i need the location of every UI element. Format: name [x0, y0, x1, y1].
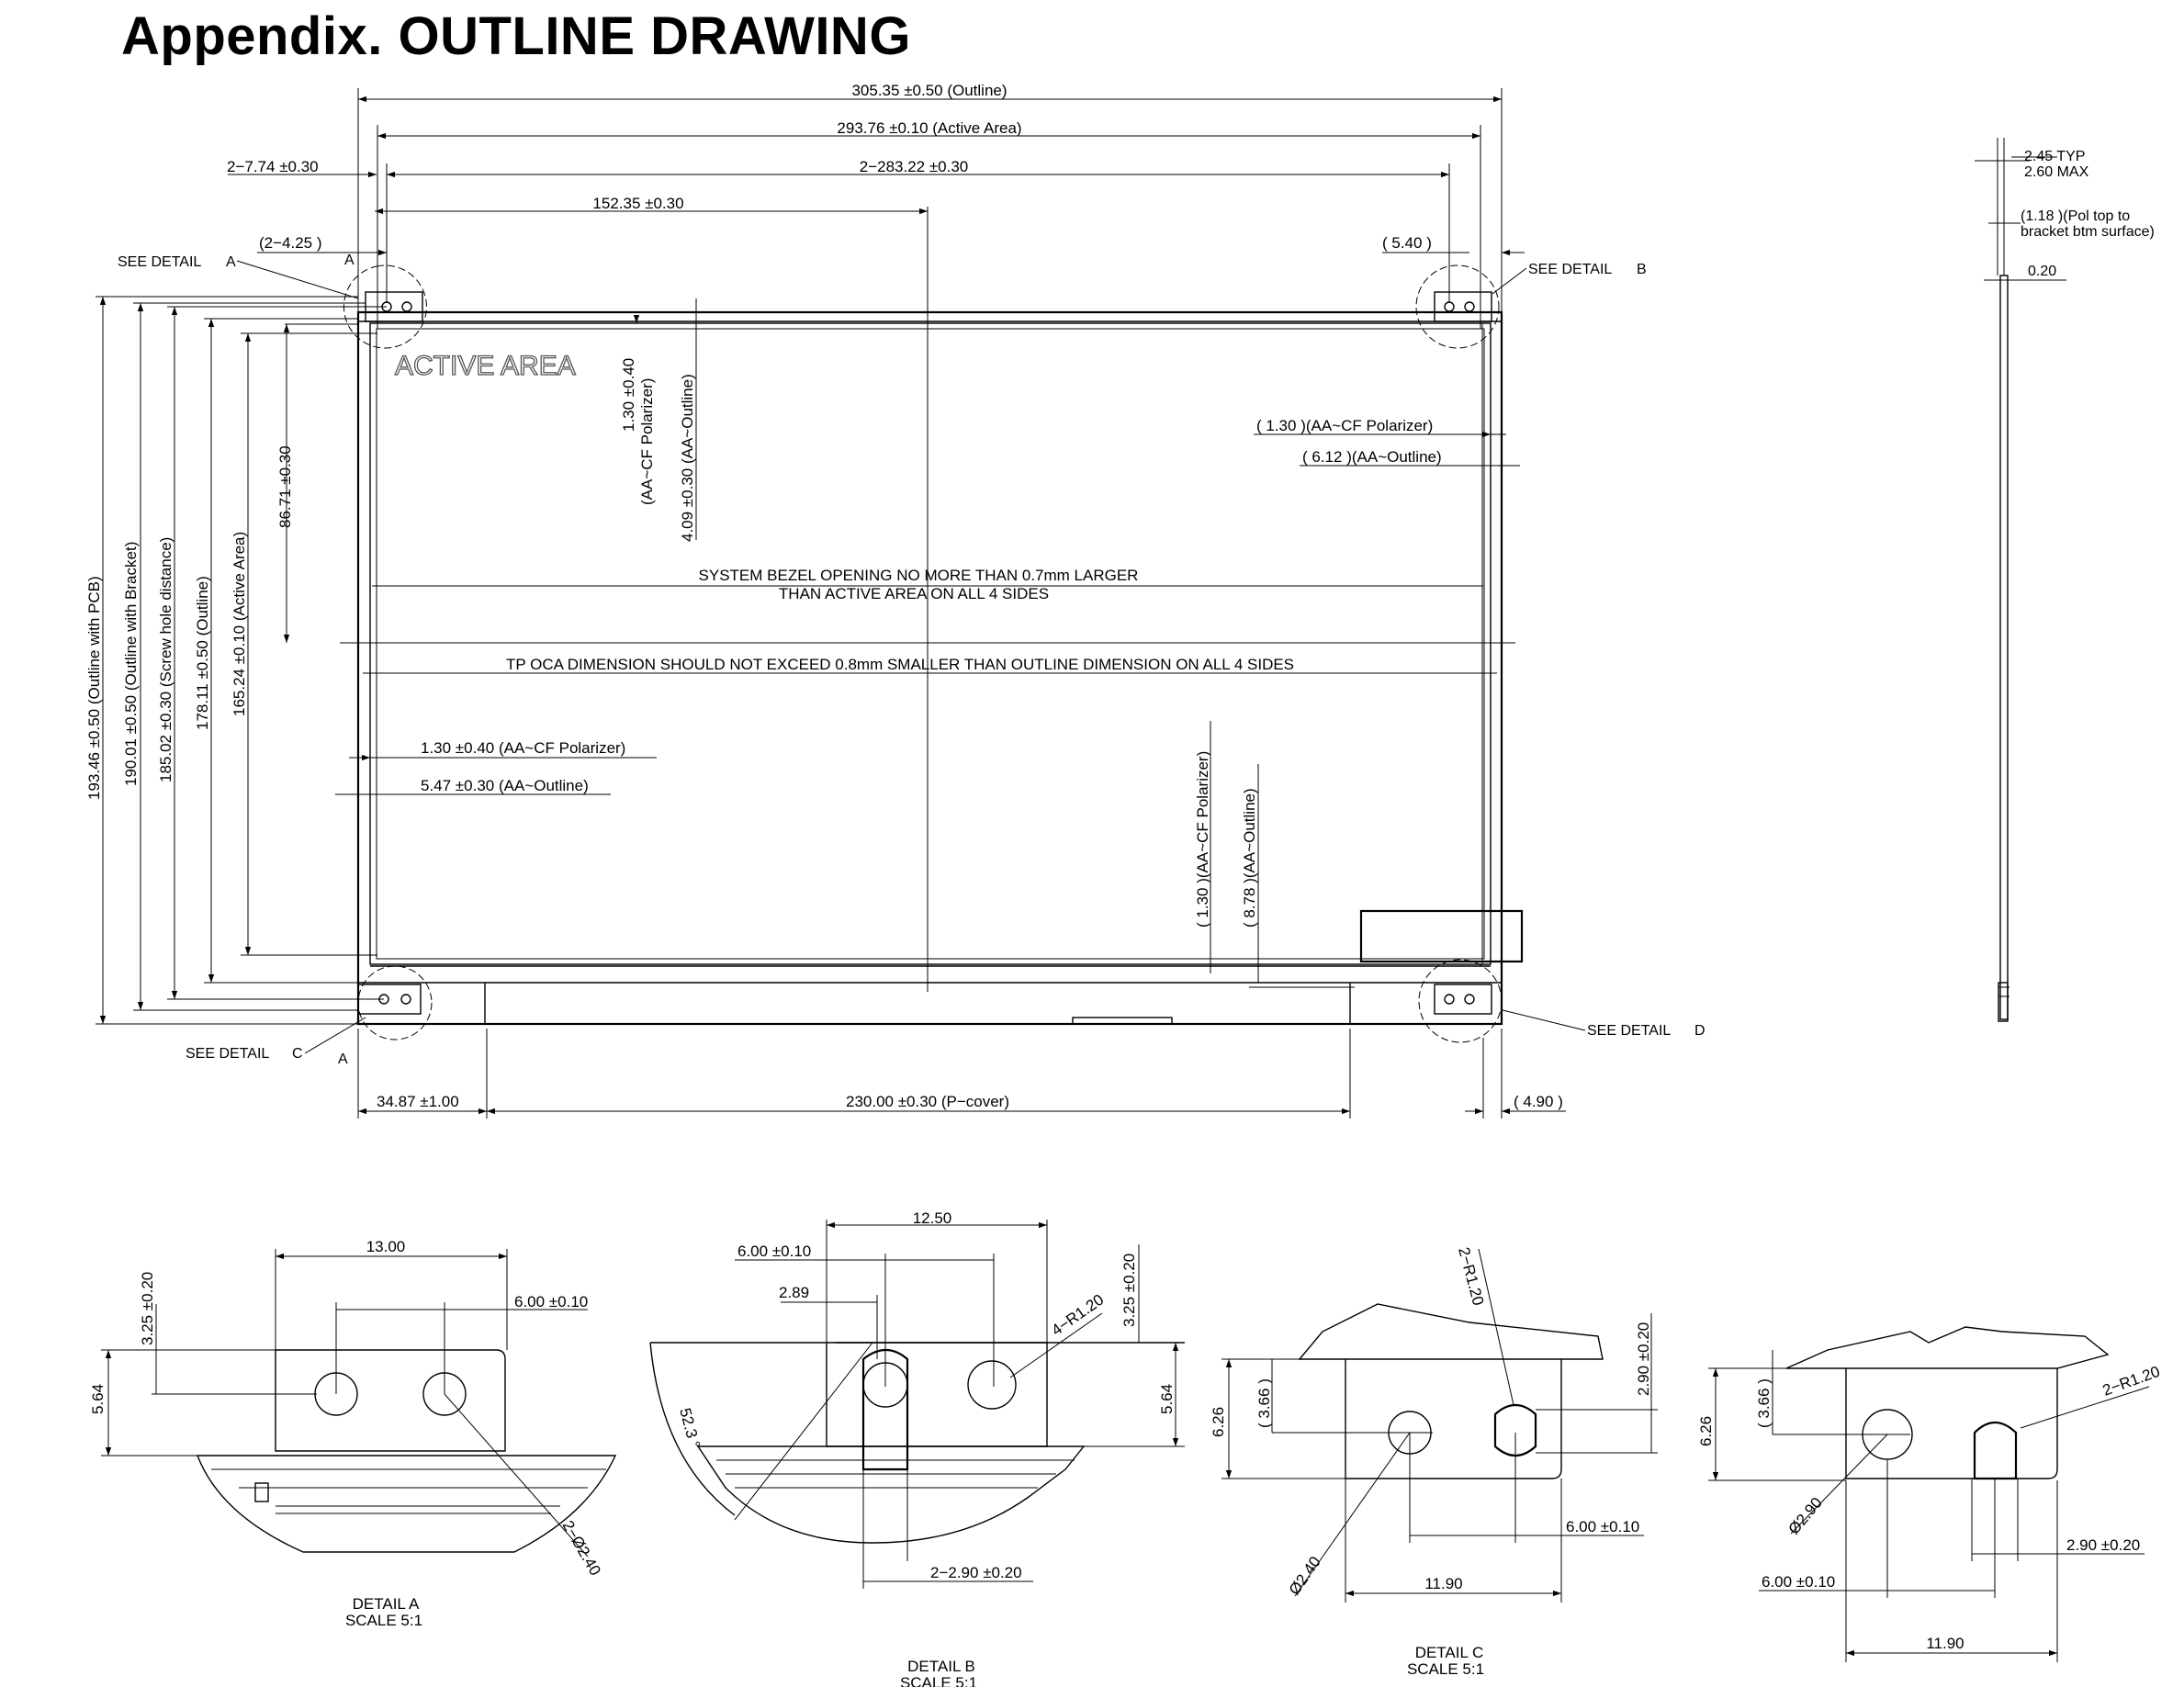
note-bezel-line1: SYSTEM BEZEL OPENING NO MORE THAN 0.7mm … — [699, 567, 1139, 584]
corner-holes-bottom-right — [1418, 959, 1503, 1043]
dim-top-outline: 4.09 ±0.30 (AA~Outline) — [679, 374, 696, 542]
dim-thickness-typ: 2.45 TYP — [2024, 149, 2085, 164]
dim-center: 152.35 ±0.30 — [592, 195, 683, 212]
dim-outline-height: 178.11 ±0.50 (Outline) — [194, 576, 211, 730]
detail-a-hole: 2−Ø2.40 — [559, 1518, 604, 1579]
detail-a-total: 5.64 — [89, 1384, 107, 1414]
detail-d: 6.26 ( 3.66 ) 2−R1.20 Ø2.90 2.90 ±0.20 6… — [1697, 1326, 2162, 1662]
detail-b-caption: DETAIL B — [907, 1658, 975, 1675]
callout-label-d: D — [1694, 1023, 1706, 1039]
dim-left-outline: 5.47 ±0.30 (AA~Outline) — [421, 777, 589, 794]
detail-d-width: 11.90 — [1926, 1635, 1964, 1652]
dim-outline-with-bracket: 190.01 ±0.50 (Outline with Bracket) — [122, 542, 140, 786]
detail-a-scale: SCALE 5:1 — [345, 1612, 422, 1629]
detail-a-height: 3.25 ±0.20 — [139, 1272, 156, 1345]
detail-c: 6.26 ( 3.66 ) 6.00 ±0.10 11.90 2.90 ±0.2… — [1210, 1245, 1658, 1678]
detail-a-width: 13.00 — [366, 1238, 406, 1255]
detail-c-spacing: 6.00 ±0.10 — [1566, 1518, 1639, 1535]
detail-d-total: 6.26 — [1697, 1416, 1715, 1446]
detail-a-spacing: 6.00 ±0.10 — [514, 1293, 588, 1310]
fpc-connector — [1359, 909, 1524, 963]
dim-top-polarizer: 1.30 ±0.40 — [620, 358, 637, 432]
detail-c-total: 6.26 — [1210, 1407, 1227, 1437]
corner-holes-bottom-left — [357, 965, 433, 1040]
dim-top-polarizer-label: (AA~CF Polarizer) — [638, 378, 656, 505]
detail-c-slot-h: 2.90 ±0.20 — [1635, 1322, 1652, 1396]
page-title: Appendix. OUTLINE DRAWING — [121, 6, 911, 66]
detail-b-offset: 2.89 — [779, 1284, 809, 1301]
dim-hole-edge: 2−7.74 ±0.30 — [227, 158, 319, 175]
detail-d-slot: 2.90 ±0.20 — [2066, 1536, 2140, 1554]
dim-active-area-height: 165.24 ±0.10 (Active Area) — [231, 532, 248, 716]
dim-right-offset: ( 5.40 ) — [1382, 234, 1432, 252]
detail-d-radius: 2−R1.20 — [2100, 1363, 2162, 1400]
detail-c-width: 11.90 — [1424, 1575, 1462, 1592]
detail-b-top: 12.50 — [913, 1209, 952, 1227]
dim-pol-line2: bracket btm surface) — [2021, 224, 2155, 240]
dim-bottom-outline: ( 8.78 )(AA~Outline) — [1241, 788, 1258, 928]
callout-see-detail-c: SEE DETAIL — [186, 1046, 269, 1062]
dim-right-polarizer: ( 1.30 )(AA~CF Polarizer) — [1256, 417, 1433, 434]
callout-see-detail-a: SEE DETAIL — [118, 254, 201, 270]
dim-outline-width: 305.35 ±0.50 (Outline) — [851, 82, 1007, 99]
detail-d-spacing: 6.00 ±0.10 — [1762, 1573, 1835, 1591]
detail-c-offset: ( 3.66 ) — [1255, 1378, 1273, 1428]
dim-pol-line1: (1.18 )(Pol top to — [2021, 208, 2130, 224]
detail-b-spacing: 6.00 ±0.10 — [737, 1243, 811, 1260]
dim-bottom-polarizer: ( 1.30 )(AA~CF Polarizer) — [1194, 751, 1211, 928]
dim-bottom-right: ( 4.90 ) — [1514, 1093, 1563, 1110]
dim-outline-with-pcb: 193.46 ±0.50 (Outline with PCB) — [85, 576, 103, 800]
detail-b-slot: 2−2.90 ±0.20 — [930, 1564, 1022, 1581]
callout-label-b: B — [1637, 262, 1647, 277]
detail-c-scale: SCALE 5:1 — [1407, 1660, 1484, 1678]
detail-b-height: 3.25 ±0.20 — [1120, 1254, 1138, 1327]
dim-left-offset: (2−4.25 ) — [259, 234, 322, 252]
detail-a: 13.00 6.00 ±0.10 5.64 3.25 ±0.20 2−Ø2.40… — [89, 1238, 617, 1629]
detail-d-hole: Ø2.90 — [1785, 1494, 1826, 1538]
detail-a-caption: DETAIL A — [353, 1595, 420, 1613]
callout-see-detail-b: SEE DETAIL — [1528, 262, 1612, 277]
detail-c-caption: DETAIL C — [1415, 1644, 1484, 1661]
section-mark-a-top: A — [344, 253, 355, 268]
dim-pcover: 230.00 ±0.30 (P−cover) — [846, 1093, 1009, 1110]
dim-active-area-width: 293.76 ±0.10 (Active Area) — [837, 119, 1021, 137]
dim-half-height: 86.71 ±0.30 — [276, 445, 294, 528]
dim-right-outline: ( 6.12 )(AA~Outline) — [1302, 448, 1442, 466]
dim-hole-spacing: 2−283.22 ±0.30 — [860, 158, 969, 175]
main-view: ACTIVE AREA 305.35 ±0.50 (Outline) 293.7… — [85, 82, 1706, 1119]
callout-label-a: A — [226, 254, 236, 270]
note-tp-oca: TP OCA DIMENSION SHOULD NOT EXCEED 0.8mm… — [506, 656, 1294, 673]
detail-b: 12.50 6.00 ±0.10 2.89 4−R1.20 5.64 3.25 … — [649, 1209, 1185, 1687]
detail-b-scale: SCALE 5:1 — [900, 1674, 977, 1687]
detail-c-hole: Ø2.40 — [1286, 1553, 1324, 1598]
dim-gap: 0.20 — [2028, 264, 2056, 279]
side-view: 2.45 TYP 2.60 MAX (1.18 )(Pol top to bra… — [1975, 138, 2155, 1022]
active-area-label: ACTIVE AREA — [395, 351, 576, 381]
dim-screw-hole-distance: 185.02 ±0.30 (Screw hole distance) — [157, 537, 174, 782]
callout-see-detail-d: SEE DETAIL — [1587, 1023, 1671, 1039]
detail-b-total: 5.64 — [1158, 1384, 1176, 1414]
detail-b-radius: 4−R1.20 — [1048, 1291, 1107, 1340]
dim-left-polarizer: 1.30 ±0.40 (AA~CF Polarizer) — [421, 739, 625, 757]
left-dimensions: 193.46 ±0.50 (Outline with PCB) 190.01 ±… — [85, 296, 387, 1025]
dim-bottom-left: 34.87 ±1.00 — [377, 1093, 459, 1110]
corner-holes-top-right — [1415, 264, 1500, 349]
detail-b-angle: 52.3 ° — [676, 1406, 704, 1450]
note-bezel-line2: THAN ACTIVE AREA ON ALL 4 SIDES — [779, 585, 1049, 602]
section-mark-a-bottom: A — [338, 1052, 348, 1067]
callout-label-c: C — [292, 1046, 303, 1062]
detail-d-offset: ( 3.66 ) — [1755, 1378, 1773, 1428]
dim-thickness-max: 2.60 MAX — [2024, 164, 2089, 180]
active-area-frame — [369, 322, 1492, 965]
detail-c-radius: 2−R1.20 — [1455, 1245, 1487, 1307]
